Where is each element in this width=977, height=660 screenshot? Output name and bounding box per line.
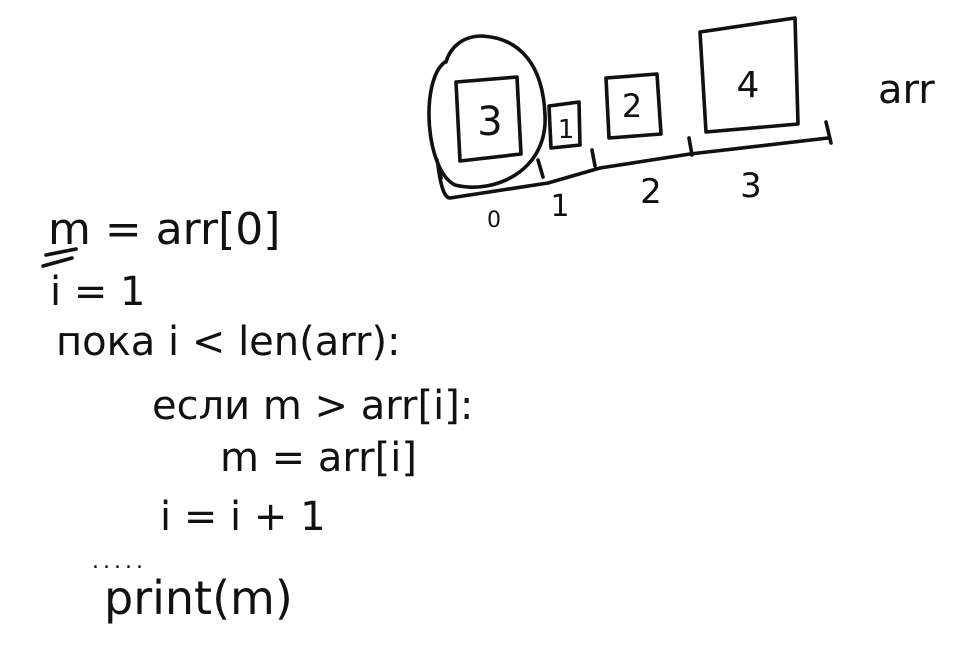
code-line-8: print(m) (104, 571, 293, 625)
array-cell-box-3 (698, 16, 800, 134)
code-line-3: пока i < len(arr): (56, 319, 401, 365)
code-line-5: m = arr[i] (220, 435, 417, 481)
selection-circle (427, 34, 547, 189)
array-index-1: 1 (550, 189, 569, 224)
axis-tick-end (824, 120, 833, 145)
array-index-2: 2 (640, 172, 662, 212)
code-line-7: ..... (92, 549, 147, 574)
array-value-0: 3 (477, 99, 502, 145)
array-value-3: 4 (737, 65, 760, 106)
axis-tick-1 (536, 158, 545, 179)
code-line-4: если m > arr[i]: (152, 383, 473, 429)
code-line-1: m = arr[0] (48, 204, 280, 255)
array-cell-box-2 (604, 72, 663, 140)
pseudocode: m = arr[0] i = 1 пока i < len(arr): если… (41, 204, 473, 625)
array-diagram: 3 1 2 4 0 1 2 3 arr (427, 16, 935, 233)
code-line-6: i = i + 1 (160, 494, 326, 540)
array-value-2: 2 (622, 87, 642, 125)
array-value-1: 1 (558, 115, 575, 145)
variable-underline (41, 247, 78, 268)
array-cell-box-0 (454, 75, 523, 163)
array-name-label: arr (878, 67, 935, 113)
code-line-2: i = 1 (50, 269, 146, 315)
array-axis (436, 136, 830, 200)
array-index-0: 0 (487, 208, 501, 233)
axis-tick-3 (687, 136, 694, 157)
array-index-3: 3 (740, 166, 762, 206)
axis-tick-2 (590, 148, 597, 168)
array-cell-box-1 (547, 100, 582, 150)
